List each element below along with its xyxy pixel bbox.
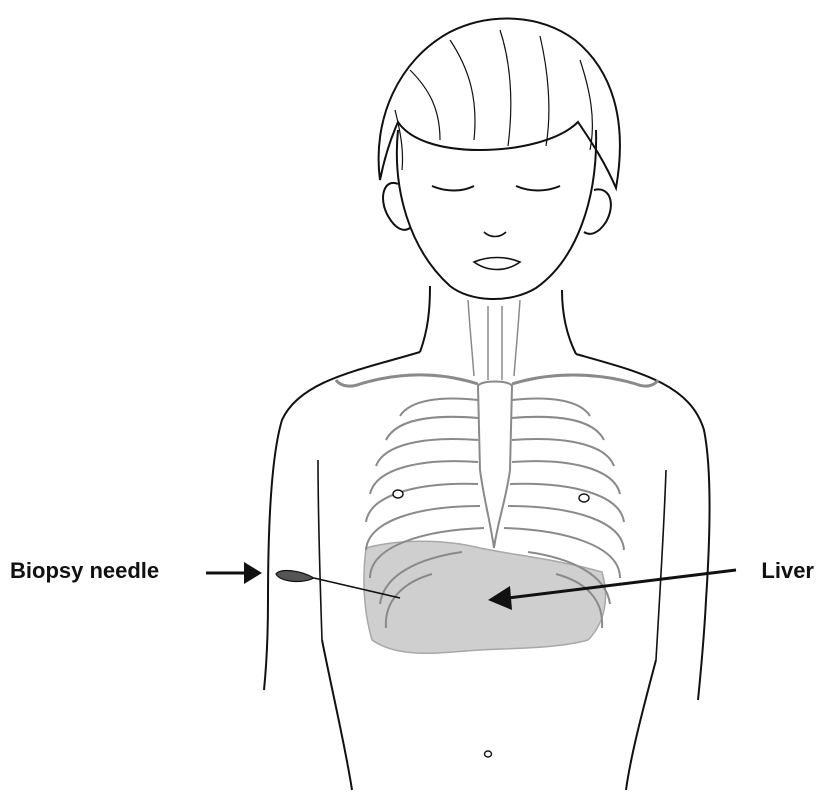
- neck-left: [420, 286, 430, 352]
- torso-right: [576, 354, 710, 700]
- right-nipple: [579, 494, 589, 502]
- right-eye: [516, 186, 560, 191]
- liver-label: Liver: [761, 560, 814, 582]
- nose: [484, 232, 506, 237]
- biopsy-needle-handle: [276, 571, 314, 582]
- neck-structures: [468, 300, 520, 380]
- lower-torso-right: [626, 660, 656, 790]
- left-eye: [432, 186, 474, 191]
- left-nipple: [393, 490, 403, 498]
- left-arm-inner: [318, 460, 322, 640]
- needle-label: Biopsy needle: [10, 560, 159, 582]
- mouth: [474, 258, 520, 270]
- left-clavicle: [336, 375, 478, 386]
- face: [397, 130, 596, 299]
- neck-right: [562, 290, 576, 354]
- navel: [485, 751, 492, 757]
- hair: [379, 19, 620, 188]
- left-ear: [383, 183, 410, 230]
- needle-callout-arrow: [206, 562, 262, 584]
- liver-organ: [364, 541, 606, 653]
- right-clavicle: [512, 375, 658, 386]
- right-arm-inner: [656, 470, 666, 660]
- sternum: [478, 382, 512, 549]
- right-ear: [584, 189, 611, 233]
- lower-torso-left: [322, 640, 352, 790]
